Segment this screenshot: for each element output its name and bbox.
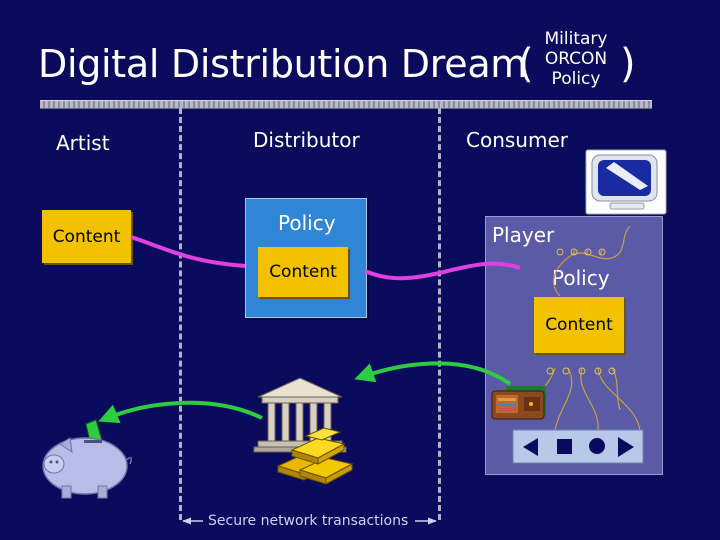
- title-paren-open: (: [518, 41, 534, 87]
- title-policy-line: Military: [544, 29, 608, 49]
- column-consumer-heading: Consumer: [466, 128, 568, 152]
- title-divider: [40, 100, 652, 109]
- bank-icon: [253, 377, 347, 453]
- monitor-icon: [585, 149, 667, 215]
- distributor-box[interactable]: Policy Content: [245, 198, 367, 318]
- player-label: Player: [492, 223, 555, 247]
- title-paren-close: ): [620, 41, 636, 87]
- piggy-bank-icon: [42, 419, 133, 499]
- separator-distributor-consumer: [438, 108, 441, 520]
- gold-bars-icon: [276, 427, 354, 485]
- content-flow-arrow-artist: [130, 235, 246, 268]
- artist-content-box[interactable]: Content: [42, 210, 131, 263]
- column-distributor-heading: Distributor: [253, 128, 360, 152]
- secure-transactions-label: Secure network transactions: [208, 513, 409, 529]
- distributor-policy-label: Policy: [278, 211, 336, 235]
- player-policy-label: Policy: [552, 266, 610, 290]
- title-policy-line: ORCON: [544, 49, 608, 69]
- separator-artist-distributor: [179, 108, 182, 520]
- player-content-box[interactable]: Content: [534, 297, 624, 353]
- money-flow-arrow-bank: [98, 400, 263, 424]
- page-title: Digital Distribution Dream: [38, 42, 528, 86]
- column-artist-heading: Artist: [56, 131, 110, 155]
- title-policy-stack: Military ORCON Policy: [541, 29, 611, 89]
- title-policy-line: Policy: [551, 69, 601, 89]
- distributor-content-box[interactable]: Content: [258, 247, 348, 297]
- player-box[interactable]: Player Policy Content: [485, 216, 663, 475]
